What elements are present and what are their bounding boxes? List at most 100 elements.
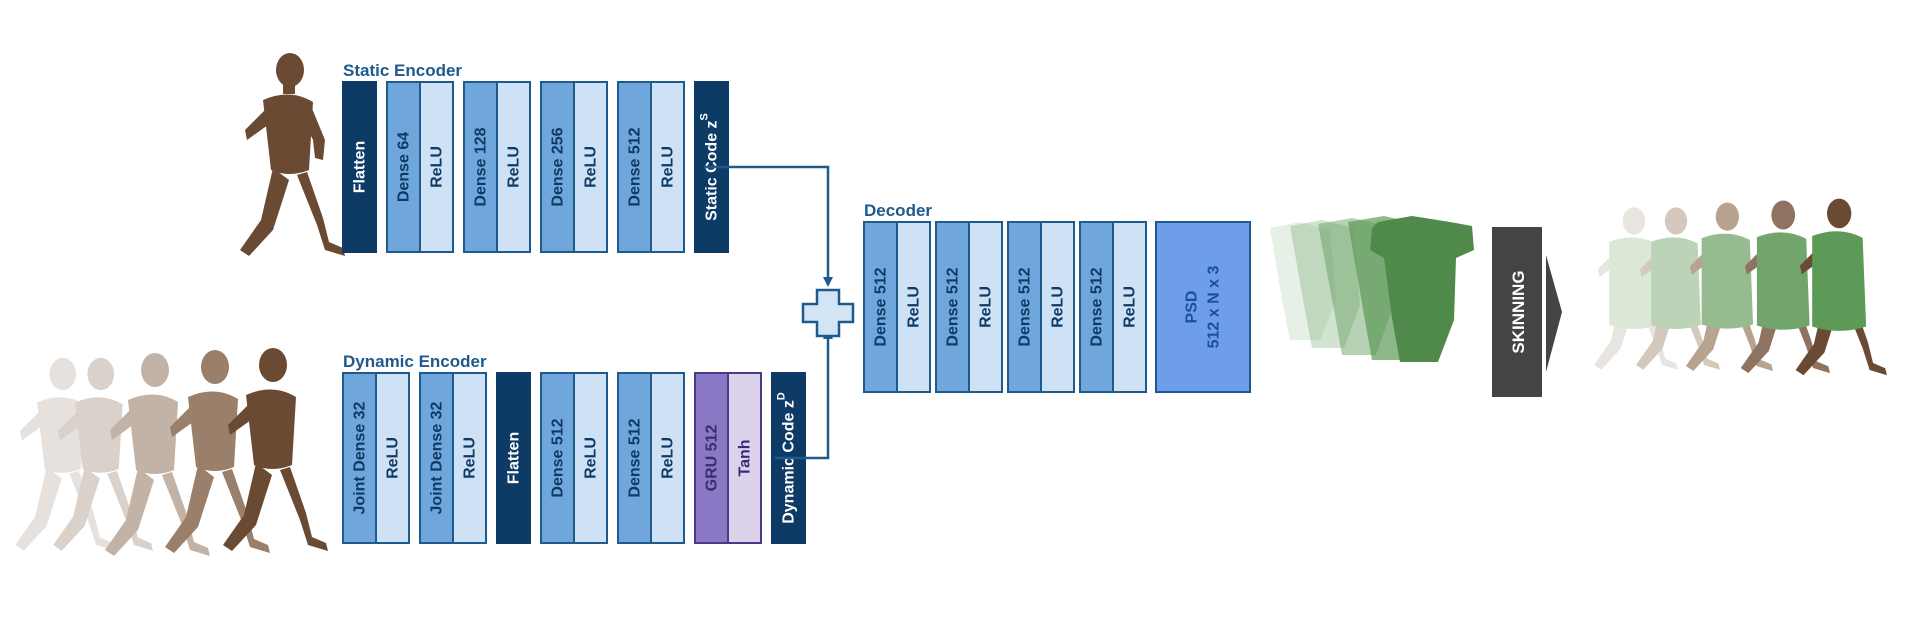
static-code-connector [704,165,833,287]
dense-layer-label: Joint Dense 32 [351,401,368,514]
relu-layer: ReLU [375,372,410,544]
plus-icon [801,288,855,338]
dense-layer: Dense 256 [540,81,575,253]
relu-layer-box [375,372,410,544]
dense-layer-label: Dense 256 [549,127,566,206]
relu-layer-label: ReLU [1121,286,1138,328]
mannequin-figure-icon [1685,202,1773,371]
static-encoder-layers: Flatten Dense 64 ReLU Dense 128 ReLU Dense 25… [342,81,729,253]
dense-layer-label: Dense 512 [944,267,961,346]
relu-layer-box [1112,221,1147,393]
flatten-layer-label: Flatten [505,432,522,484]
garment-stack-icon [1270,216,1474,362]
relu-layer-box [968,221,1003,393]
relu-layer-label: ReLU [505,146,522,188]
relu-layer-label: ReLU [384,437,401,479]
static-pose-figure [240,53,345,256]
mannequin-figure-icon [1795,198,1887,376]
gru-layer-label: GRU 512 [703,425,720,492]
latent-code-label: Static Code zS [699,113,721,221]
dense-layer: Dense 512 [1007,221,1042,393]
dynamic-code-connector [775,329,833,460]
flatten-layer: Flatten [342,81,377,253]
relu-layer-label: ReLU [659,146,676,188]
relu-layer-label: ReLU [582,437,599,479]
skinning-block: SKINNING [1492,227,1562,397]
relu-layer-box [650,81,685,253]
dense-layer-label: Dense 512 [626,127,643,206]
flatten-layer-box [496,372,531,544]
dense-layer: Joint Dense 32 [342,372,377,544]
dense-layer: Dense 512 [617,81,652,253]
relu-layer: ReLU [896,221,931,393]
mannequin-figure-icon [223,348,328,551]
tanh-layer: Tanh [727,372,762,544]
static-encoder-title: Static Encoder [343,61,462,80]
dynamic-pose-sequence [15,348,328,556]
dense-layer-label: Joint Dense 32 [428,401,445,514]
dense-layer-box [342,372,377,544]
tanh-layer-label: Tanh [736,439,753,476]
dense-layer: Dense 128 [463,81,498,253]
dense-layer-box [617,81,652,253]
tanh-layer-box [727,372,762,544]
dense-layer: Dense 64 [386,81,421,253]
dense-layer-box [463,81,498,253]
relu-layer-label: ReLU [977,286,994,328]
decoder-title: Decoder [864,201,932,220]
dense-layer: Dense 512 [1079,221,1114,393]
mannequin-figure-icon [240,53,345,256]
relu-layer-label: ReLU [428,146,445,188]
flatten-layer-box [342,81,377,253]
skinning-box [1492,227,1542,397]
flatten-layer-label: Flatten [351,141,368,193]
relu-layer-box [496,81,531,253]
dynamic-encoder-layers: Joint Dense 32 ReLU Joint Dense 32 ReLU Flat… [342,372,806,544]
relu-layer: ReLU [573,81,608,253]
relu-layer-label: ReLU [659,437,676,479]
relu-layer: ReLU [452,372,487,544]
relu-layer: ReLU [650,372,685,544]
relu-layer: ReLU [496,81,531,253]
mannequin-figure-icon [105,353,210,556]
dense-layer-box [863,221,898,393]
relu-layer-label: ReLU [582,146,599,188]
dressed-pose-sequence [1594,198,1887,376]
psd-output-box [1155,221,1251,393]
flatten-layer: Flatten [496,372,531,544]
relu-layer: ReLU [1112,221,1147,393]
relu-layer: ReLU [968,221,1003,393]
relu-layer: ReLU [1040,221,1075,393]
relu-layer-label: ReLU [461,437,478,479]
relu-layer-label: ReLU [1049,286,1066,328]
dense-layer-box [540,372,575,544]
dense-layer-label: Dense 512 [1088,267,1105,346]
dense-layer-label: Dense 512 [549,418,566,497]
dense-layer-box [1079,221,1114,393]
mannequin-figure-icon [1740,200,1830,374]
dense-layer-label: Dense 512 [872,267,889,346]
relu-layer-box [650,372,685,544]
dense-layer: Joint Dense 32 [419,372,454,544]
gru-layer: GRU 512 [694,372,729,544]
dense-layer: Dense 512 [935,221,970,393]
dynamic-encoder-title: Dynamic Encoder [343,352,487,371]
latent-code-label: Dynamic Code zD [776,392,798,524]
dense-layer-label: Dense 128 [472,127,489,206]
dense-layer: Dense 512 [617,372,652,544]
dense-layer-box [386,81,421,253]
relu-layer: ReLU [650,81,685,253]
arrow-icon [1546,255,1562,372]
dense-layer-box [419,372,454,544]
skinning-label: SKINNING [1509,270,1528,353]
relu-layer-box [419,81,454,253]
relu-layer: ReLU [573,372,608,544]
dense-layer-label: Dense 512 [1016,267,1033,346]
mannequin-figure-icon [1636,207,1720,370]
psd-shape-label: 512 x N x 3 [1206,266,1223,349]
relu-layer-box [452,372,487,544]
relu-layer-box [896,221,931,393]
